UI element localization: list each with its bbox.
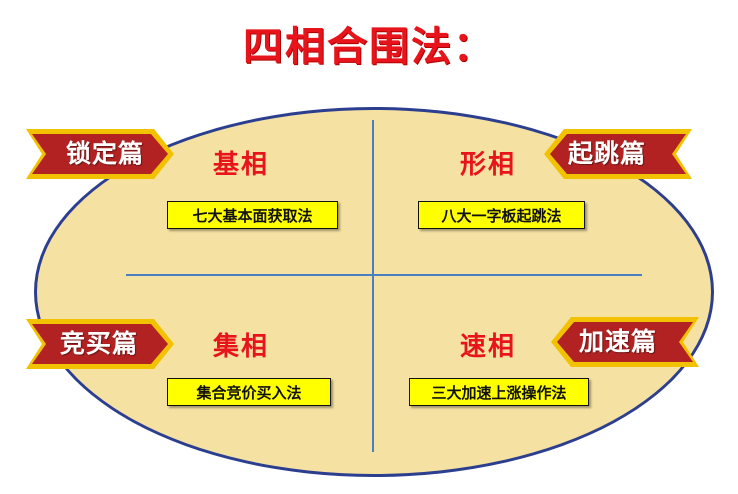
quadrant-title-top-left: 基相 [213,150,270,180]
method-box-bottom-right: 三大加速上涨操作法 [409,378,589,406]
method-box-top-left: 七大基本面获取法 [167,201,338,229]
banner-label-top-right: 起跳篇 [568,139,647,168]
page-title: 四相合围法： [243,24,495,70]
quadrant-title-bottom-left: 集相 [213,332,270,362]
banner-top-left: 锁定篇 [22,126,180,182]
banner-bottom-right: 加速篇 [545,314,703,370]
banner-bottom-left: 竞买篇 [22,316,180,372]
quadrant-title-top-right: 形相 [460,150,517,180]
quadrant-title-bottom-right: 速相 [460,332,517,362]
banner-shape-bottom-left [26,319,174,369]
banner-shape-top-right [544,129,692,179]
banner-shape-bottom-right [551,317,699,367]
method-box-top-right: 八大一字板起跳法 [418,201,585,229]
method-box-bottom-left: 集合竞价买入法 [167,378,331,406]
banner-label-top-left: 锁定篇 [66,139,145,168]
banner-shape-top-left [26,129,174,179]
horizontal-divider [126,274,642,276]
banner-top-right: 起跳篇 [538,126,696,182]
vertical-divider [372,120,374,452]
banner-label-bottom-right: 加速篇 [579,327,658,356]
banner-label-bottom-left: 竞买篇 [60,329,139,358]
